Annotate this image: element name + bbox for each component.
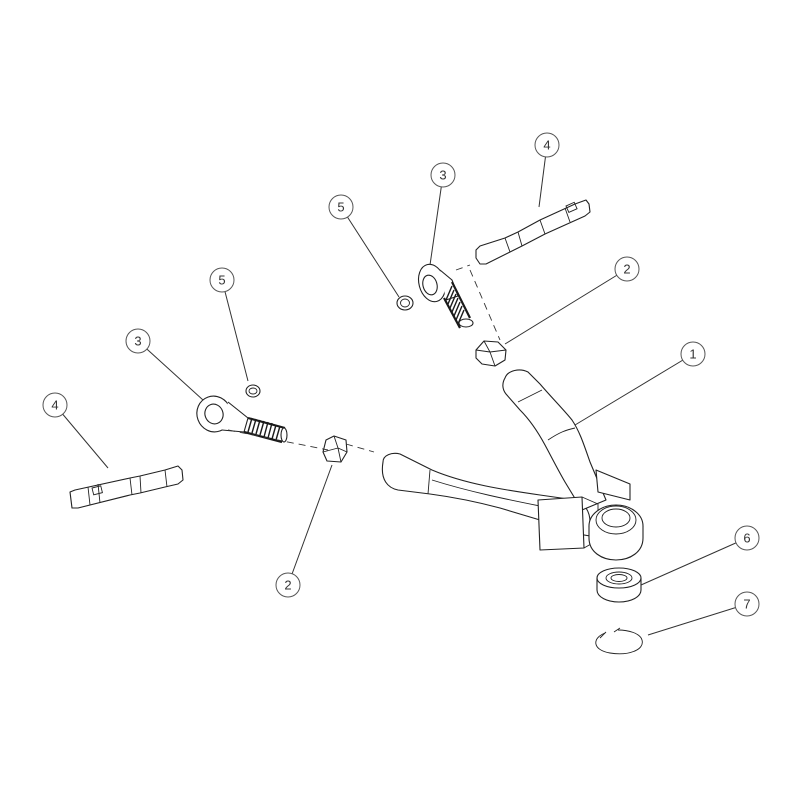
callout-6-label: 6 bbox=[743, 531, 750, 546]
callout-3-left: 3 bbox=[125, 328, 151, 354]
callout-2-lower: 2 bbox=[275, 572, 301, 598]
nut-left-part bbox=[322, 435, 348, 463]
callout-3-left-label: 3 bbox=[134, 334, 141, 349]
callout-4-left-label: 4 bbox=[51, 398, 58, 413]
washer-upper-part bbox=[396, 295, 414, 311]
callout-2-upper-label: 2 bbox=[623, 262, 630, 277]
nut-upper-part bbox=[475, 340, 507, 367]
callout-3-upper-label: 3 bbox=[439, 168, 446, 183]
rod-end-upper-part bbox=[417, 263, 474, 329]
callout-5-upper: 5 bbox=[328, 194, 354, 220]
callout-6: 6 bbox=[734, 525, 760, 551]
callout-7: 7 bbox=[734, 591, 760, 617]
washer-left-part bbox=[245, 384, 261, 398]
callout-7-label: 7 bbox=[743, 597, 750, 612]
callout-5-left: 5 bbox=[209, 267, 235, 293]
control-arm-part bbox=[381, 369, 644, 561]
callout-5-upper-label: 5 bbox=[337, 200, 344, 215]
callout-4-upper-label: 4 bbox=[543, 138, 550, 153]
callout-1-label: 1 bbox=[689, 347, 696, 362]
callout-2-lower-label: 2 bbox=[284, 578, 291, 593]
snap-ring-part bbox=[595, 627, 643, 655]
callout-3-upper: 3 bbox=[430, 162, 456, 188]
callout-5-left-label: 5 bbox=[218, 273, 225, 288]
pin-left-part bbox=[69, 465, 184, 509]
callout-4-upper: 4 bbox=[534, 132, 560, 158]
callout-2-upper: 2 bbox=[614, 256, 640, 282]
leader-lines bbox=[54, 144, 748, 636]
pin-upper-part bbox=[475, 199, 591, 265]
bearing-part bbox=[596, 567, 642, 603]
alignment-lines bbox=[227, 264, 501, 453]
callout-4-left: 4 bbox=[42, 392, 68, 418]
callout-1: 1 bbox=[680, 341, 706, 367]
rod-end-left-part bbox=[196, 395, 288, 444]
